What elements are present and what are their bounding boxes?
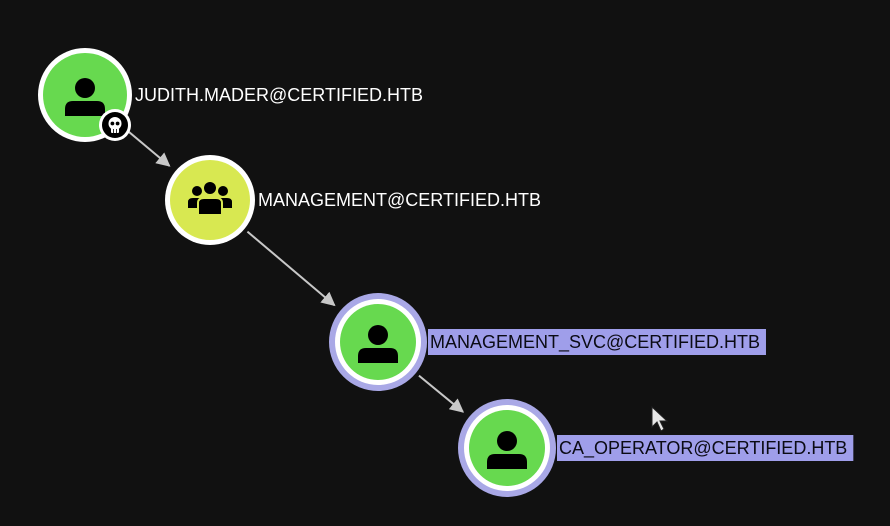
edge-management_svc-to-ca_operator[interactable] [418,374,465,413]
edges-layer [123,127,465,413]
skull-icon [99,109,131,141]
group-icon [188,182,232,216]
edge-judith-to-management[interactable] [123,127,171,167]
mouse-pointer-icon [651,405,669,432]
node-ca_operator[interactable]: CA_OPERATOR@CERTIFIED.HTB [458,399,854,497]
user-icon [65,78,105,116]
user-icon [358,325,398,363]
label-highlight [557,435,854,461]
nodes-layer: JUDITH.MADER@CERTIFIED.HTB MANAGEMENT@CER… [38,48,854,497]
node-label: JUDITH.MADER@CERTIFIED.HTB [135,85,423,105]
label-highlight [428,329,766,355]
node-judith[interactable]: JUDITH.MADER@CERTIFIED.HTB [38,48,423,142]
edge-management-to-management_svc[interactable] [246,230,336,307]
node-management[interactable]: MANAGEMENT@CERTIFIED.HTB [165,155,541,245]
user-icon [487,431,527,469]
node-label: MANAGEMENT_SVC@CERTIFIED.HTB [430,332,760,353]
node-management_svc[interactable]: MANAGEMENT_SVC@CERTIFIED.HTB [329,293,766,391]
node-label: CA_OPERATOR@CERTIFIED.HTB [559,438,847,459]
node-label: MANAGEMENT@CERTIFIED.HTB [258,190,541,210]
